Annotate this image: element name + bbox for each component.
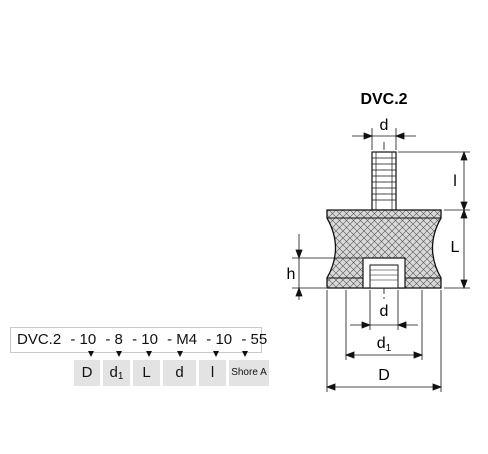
label-L: L — [451, 239, 460, 256]
label-d-bottom: d — [380, 303, 389, 320]
drawing-title: DVC.2 — [360, 91, 407, 108]
order-code-part: - 10 — [70, 331, 97, 348]
legend-L: L — [133, 360, 160, 386]
dimension-D — [325, 383, 443, 391]
label-D: D — [378, 367, 390, 384]
order-code-part: - 10 — [206, 331, 233, 348]
arrow-down-icon — [116, 351, 122, 357]
label-d1: d1 — [377, 335, 392, 354]
dimension-l — [398, 150, 470, 212]
arrow-down-icon — [177, 351, 183, 357]
label-h: h — [287, 266, 296, 283]
dimension-h — [292, 234, 362, 300]
order-code-part: - 8 — [105, 331, 123, 348]
order-code-part: - 55 — [241, 331, 268, 348]
arrow-down-icon — [213, 351, 219, 357]
order-code-part: - 10 — [132, 331, 158, 348]
label-l: l — [453, 173, 457, 190]
threaded-stud — [371, 151, 397, 211]
arrow-down-icon — [88, 351, 94, 357]
threaded-insert — [362, 257, 406, 289]
legend-d1: d1 — [103, 360, 130, 386]
order-code-legend: D d1 L d l Shore A — [74, 360, 269, 386]
legend-d: d — [163, 360, 196, 386]
dimension-d-bottom — [350, 321, 418, 329]
order-code-part: - M4 — [167, 331, 198, 348]
order-code-part: DVC.2 — [17, 331, 62, 348]
arrow-down-icon — [146, 351, 152, 357]
order-code-box: DVC.2 - 10 - 8 - 10 - M4 - 10 - 55 — [10, 327, 267, 353]
rubber-body — [326, 209, 442, 289]
legend-shore-a: Shore A — [229, 360, 269, 386]
dimension-d1 — [344, 351, 424, 359]
dimension-d-top — [352, 128, 416, 150]
dimension-L — [444, 208, 470, 290]
legend-D: D — [74, 360, 100, 386]
arrow-down-icon — [242, 351, 248, 357]
legend-l: l — [199, 360, 226, 386]
label-d-top: d — [380, 117, 389, 134]
